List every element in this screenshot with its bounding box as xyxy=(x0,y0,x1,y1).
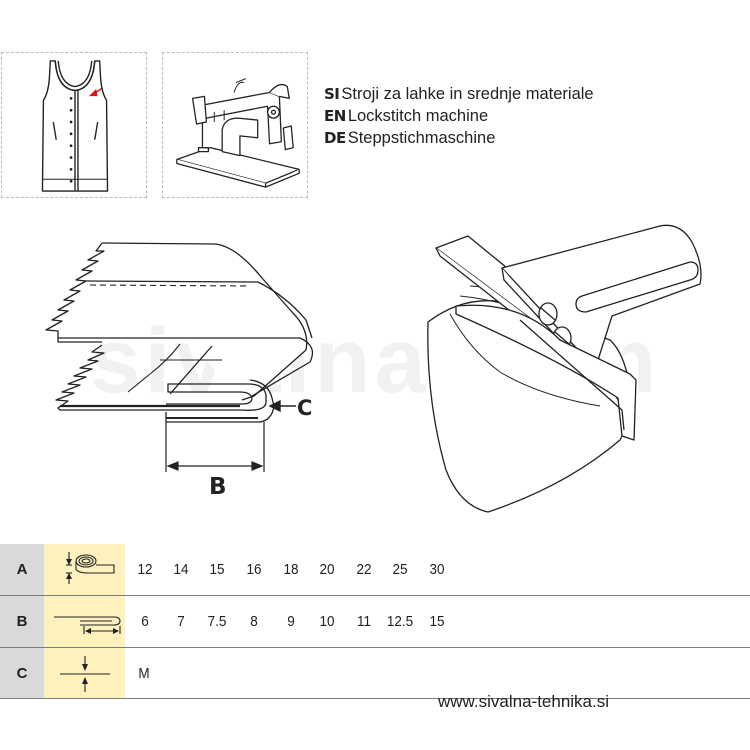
thickness-icon xyxy=(44,648,125,698)
language-code: SI xyxy=(324,85,340,103)
value-cell: 11 xyxy=(356,613,372,630)
fabric-fold-drawing xyxy=(45,242,314,423)
value-cell: 14 xyxy=(173,561,189,578)
value-cell: 8 xyxy=(250,613,258,630)
table-row: B 6 7 7.5 8 9 10 11 12.5 15 xyxy=(0,596,750,648)
sewing-machine-icon xyxy=(176,78,300,188)
row-letter: A xyxy=(0,544,44,595)
value-cell: 6 xyxy=(141,613,149,630)
value-cell: 20 xyxy=(319,561,335,578)
folder-attachment-drawing xyxy=(427,224,702,513)
value-cell: 9 xyxy=(287,613,295,630)
value-cell: 15 xyxy=(429,613,445,630)
value-cell: 12 xyxy=(137,561,153,578)
dress-icon xyxy=(41,60,109,192)
language-text: Steppstichmaschine xyxy=(347,129,496,147)
garment-thumbnail xyxy=(1,52,147,198)
value-cell: 18 xyxy=(283,561,299,578)
value-cell: 10 xyxy=(319,613,335,630)
table-row: A 12 14 15 16 18 20 xyxy=(0,544,750,596)
pointer-c xyxy=(268,399,296,413)
dimension-b xyxy=(165,422,265,472)
fold-width-icon xyxy=(44,596,125,647)
value-cell: 25 xyxy=(392,561,408,578)
row-letter: C xyxy=(0,648,44,698)
language-text: Lockstitch machine xyxy=(347,107,489,125)
value-cell: 22 xyxy=(356,561,372,578)
value-cell: 7.5 xyxy=(207,613,227,630)
language-text: Stroji za lahke in srednje materiale xyxy=(341,85,594,103)
language-code: EN xyxy=(324,107,346,125)
label-b: B xyxy=(209,474,227,500)
value-cell: 16 xyxy=(246,561,262,578)
language-code: DE xyxy=(324,129,346,147)
label-c: C xyxy=(297,396,312,420)
website-url[interactable]: www.sivalna-tehnika.si xyxy=(438,692,610,711)
value-cell: 7 xyxy=(177,613,185,630)
row-letter: B xyxy=(0,596,44,647)
machine-thumbnail xyxy=(162,52,308,198)
value-cell: M xyxy=(138,664,150,682)
value-cell: 12.5 xyxy=(386,613,414,630)
tape-width-icon xyxy=(44,544,125,595)
value-cell: 15 xyxy=(209,561,225,578)
table-row: C M xyxy=(0,648,750,699)
value-cell: 30 xyxy=(429,561,445,578)
